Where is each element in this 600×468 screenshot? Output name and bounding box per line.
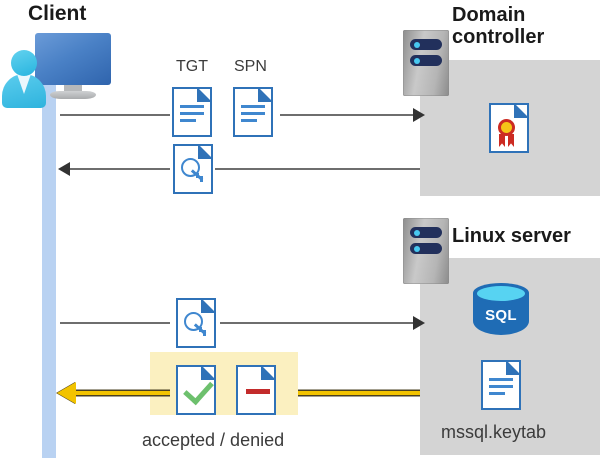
tgt-document-icon	[172, 87, 212, 137]
linux-server-rack-icon	[403, 218, 449, 284]
certificate-document-icon	[489, 103, 529, 153]
keytab-label: mssql.keytab	[441, 422, 547, 442]
client-lifeline	[42, 82, 56, 458]
message-4-line-right	[298, 391, 420, 395]
spn-label: SPN	[234, 58, 267, 75]
key-document-icon	[173, 144, 213, 194]
user-head-icon	[11, 50, 37, 76]
denied-document-icon	[236, 365, 276, 415]
user-collar-icon	[17, 74, 31, 94]
message-3-line-left	[60, 322, 170, 324]
monitor-screen-icon	[35, 33, 111, 85]
rack-bay-icon	[410, 243, 442, 254]
rack-bay-icon	[410, 55, 442, 66]
rack-led-icon	[414, 229, 420, 236]
key-document-icon	[176, 298, 216, 348]
sql-label: SQL	[485, 307, 517, 324]
message-3-line-right	[220, 322, 415, 324]
tgt-label: TGT	[176, 58, 208, 75]
message-1-line-left	[60, 114, 170, 116]
message-1-arrowhead	[413, 108, 425, 122]
message-2-line-right	[215, 168, 420, 170]
message-2-arrowhead	[58, 162, 70, 176]
rack-led-icon	[414, 41, 420, 48]
keytab-document-icon	[481, 360, 521, 410]
rack-led-icon	[414, 57, 420, 64]
message-2-line-left	[70, 168, 170, 170]
linux-server-title: Linux server	[452, 225, 571, 247]
message-1-line-right	[280, 114, 415, 116]
spn-document-icon	[233, 87, 273, 137]
message-4-arrowhead	[57, 382, 76, 404]
monitor-stand-icon	[64, 85, 82, 94]
client-title: Client	[28, 2, 87, 25]
rack-bay-icon	[410, 39, 442, 50]
message-3-arrowhead	[413, 316, 425, 330]
accepted-document-icon	[176, 365, 216, 415]
rack-bay-icon	[410, 227, 442, 238]
rack-led-icon	[414, 245, 420, 252]
monitor-base-icon	[50, 91, 96, 99]
domain-controller-title: Domain controller	[452, 4, 545, 49]
sql-database-icon: SQL	[473, 283, 529, 345]
result-caption: accepted / denied	[142, 430, 285, 450]
domain-controller-server-rack-icon	[403, 30, 449, 96]
message-4-line-left	[74, 391, 170, 395]
